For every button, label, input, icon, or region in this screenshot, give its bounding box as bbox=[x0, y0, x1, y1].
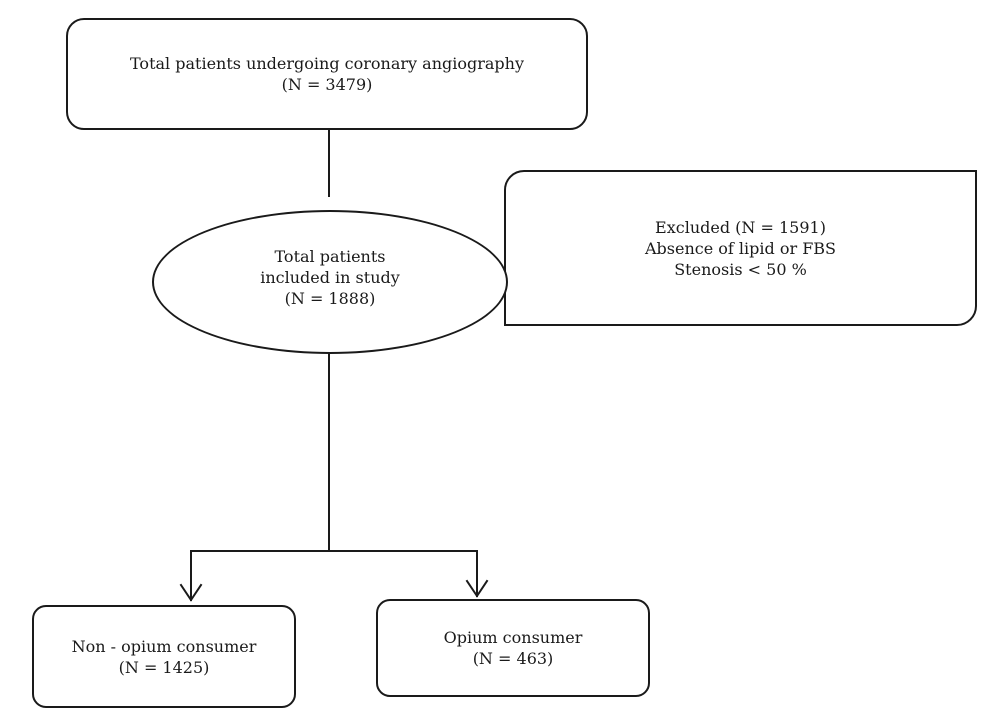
non-opium-label: Non - opium consumer bbox=[71, 636, 257, 656]
opium-consumer-box: Opium consumer (N = 463) bbox=[376, 599, 650, 697]
excluded-count: Excluded (N = 1591) bbox=[655, 217, 826, 237]
opium-count: (N = 463) bbox=[472, 649, 554, 668]
excluded-box: Excluded (N = 1591) Absence of lipid or … bbox=[504, 170, 977, 326]
arrowhead-non-opium bbox=[179, 583, 203, 602]
total-patients-label: Total patients undergoing coronary angio… bbox=[130, 54, 524, 73]
non-opium-count: (N = 1425) bbox=[118, 657, 210, 677]
included-label-line2: included in study bbox=[260, 267, 400, 287]
total-patients-box: Total patients undergoing coronary angio… bbox=[66, 18, 588, 130]
included-count: (N = 1888) bbox=[284, 288, 376, 308]
excluded-reason-stenosis: Stenosis < 50 % bbox=[674, 259, 807, 279]
non-opium-consumer-box: Non - opium consumer (N = 1425) bbox=[32, 605, 296, 708]
included-label-line1: Total patients bbox=[274, 246, 386, 266]
arrowhead-opium bbox=[465, 579, 489, 598]
opium-label: Opium consumer bbox=[443, 628, 583, 647]
excluded-reason-lipid: Absence of lipid or FBS bbox=[644, 238, 837, 258]
included-patients-ellipse: Total patients included in study (N = 18… bbox=[152, 210, 508, 354]
total-patients-count: (N = 3479) bbox=[281, 75, 373, 94]
